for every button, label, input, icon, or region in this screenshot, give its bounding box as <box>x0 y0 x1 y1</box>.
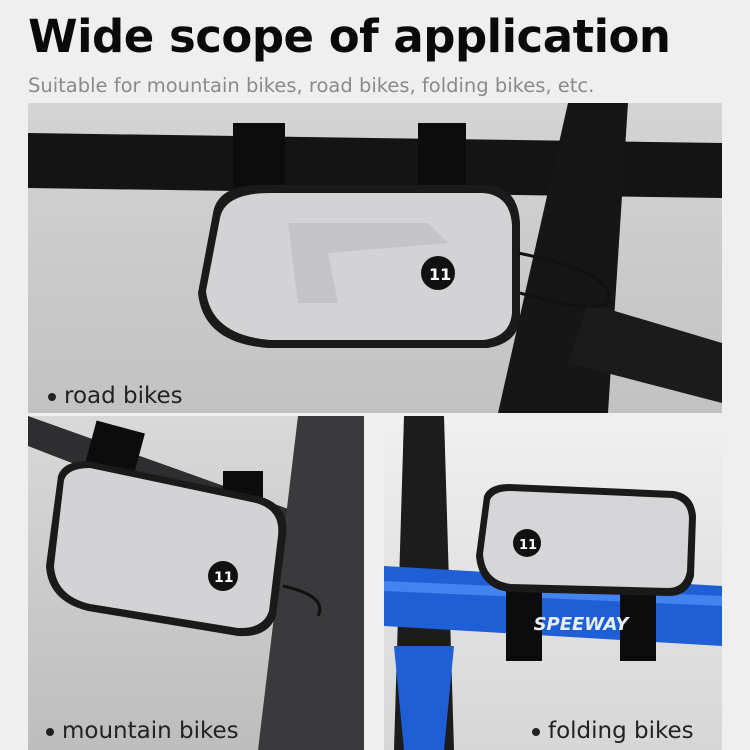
photo-folding-bike: 11 SPEEWAY folding bikes <box>384 416 722 750</box>
page-subtitle: Suitable for mountain bikes, road bikes,… <box>28 74 595 97</box>
svg-text:11: 11 <box>429 265 451 284</box>
folding-bike-illustration: 11 SPEEWAY <box>384 416 722 750</box>
photo-road-bike: 11 road bikes <box>28 103 722 413</box>
caption-folding-bikes: folding bikes <box>532 718 694 744</box>
svg-text:11: 11 <box>519 538 537 553</box>
mountain-bike-illustration: 11 <box>28 416 364 750</box>
brand-logo-icon <box>513 529 541 557</box>
frame-lettering: SPEEWAY <box>534 614 631 635</box>
road-bike-illustration: 11 <box>28 103 722 413</box>
svg-text:11: 11 <box>214 570 233 586</box>
brand-logo-icon <box>208 561 238 591</box>
caption-mountain-bikes: mountain bikes <box>46 718 239 744</box>
photo-mountain-bike: 11 mountain bikes <box>28 416 364 750</box>
page-title: Wide scope of application <box>28 10 671 63</box>
caption-road-bikes: road bikes <box>48 383 183 409</box>
brand-logo-icon <box>421 256 455 290</box>
